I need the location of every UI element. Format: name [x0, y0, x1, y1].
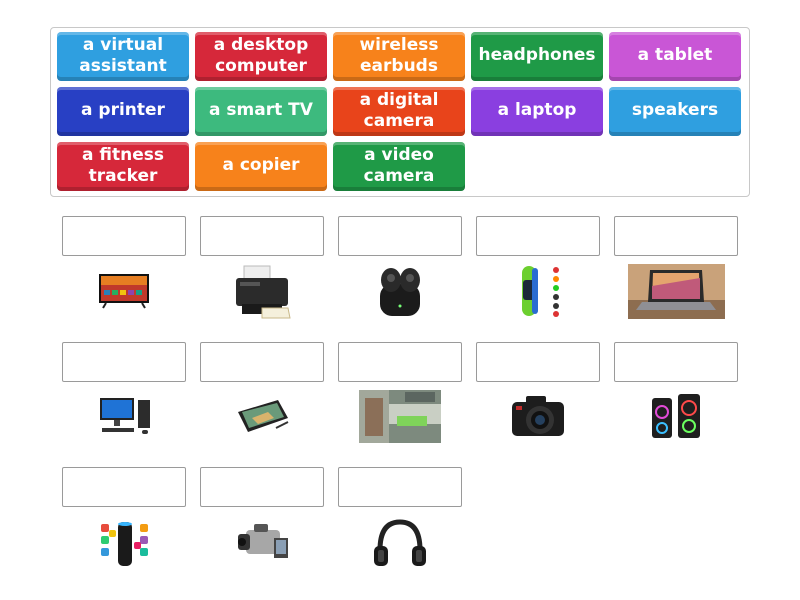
answer-slot[interactable] [62, 216, 186, 256]
virtual-assistant-image [101, 522, 148, 566]
word-tile[interactable]: a printer [57, 87, 189, 136]
smart-tv-image [99, 274, 149, 309]
answer-slot[interactable] [62, 467, 186, 507]
word-tile[interactable]: a video camera [333, 142, 465, 191]
answer-slot[interactable] [200, 467, 324, 507]
word-tile[interactable]: a desktop computer [195, 32, 327, 81]
word-tile[interactable]: a virtual assistant [57, 32, 189, 81]
word-tile[interactable]: a tablet [609, 32, 741, 81]
printer-image [236, 265, 291, 319]
answer-slot[interactable] [614, 216, 738, 256]
word-tile[interactable]: wireless earbuds [333, 32, 465, 81]
answer-slot[interactable] [200, 216, 324, 256]
word-tile[interactable]: headphones [471, 32, 603, 81]
answer-slot[interactable] [614, 342, 738, 382]
word-tile[interactable]: a laptop [471, 87, 603, 136]
digital-camera-image [512, 396, 564, 436]
answer-slot[interactable] [338, 342, 462, 382]
word-tile[interactable]: a smart TV [195, 87, 327, 136]
earbuds-image [380, 268, 420, 316]
laptop-image [628, 264, 725, 319]
tablet-image [238, 400, 289, 432]
word-tile[interactable]: a fitness tracker [57, 142, 189, 191]
video-camera-image [238, 524, 288, 558]
answer-slot[interactable] [476, 216, 600, 256]
answer-slot[interactable] [338, 467, 462, 507]
desktop-computer-image [100, 398, 150, 434]
headphones-image [374, 519, 426, 566]
word-tile[interactable]: a copier [195, 142, 327, 191]
word-tile[interactable]: speakers [609, 87, 741, 136]
answer-slot[interactable] [476, 342, 600, 382]
word-tile[interactable]: a digital camera [333, 87, 465, 136]
speakers-image [652, 394, 700, 438]
fitness-tracker-image [522, 266, 559, 317]
answer-slot[interactable] [200, 342, 324, 382]
answer-slot[interactable] [338, 216, 462, 256]
copier-image [359, 390, 441, 443]
answer-slot[interactable] [62, 342, 186, 382]
